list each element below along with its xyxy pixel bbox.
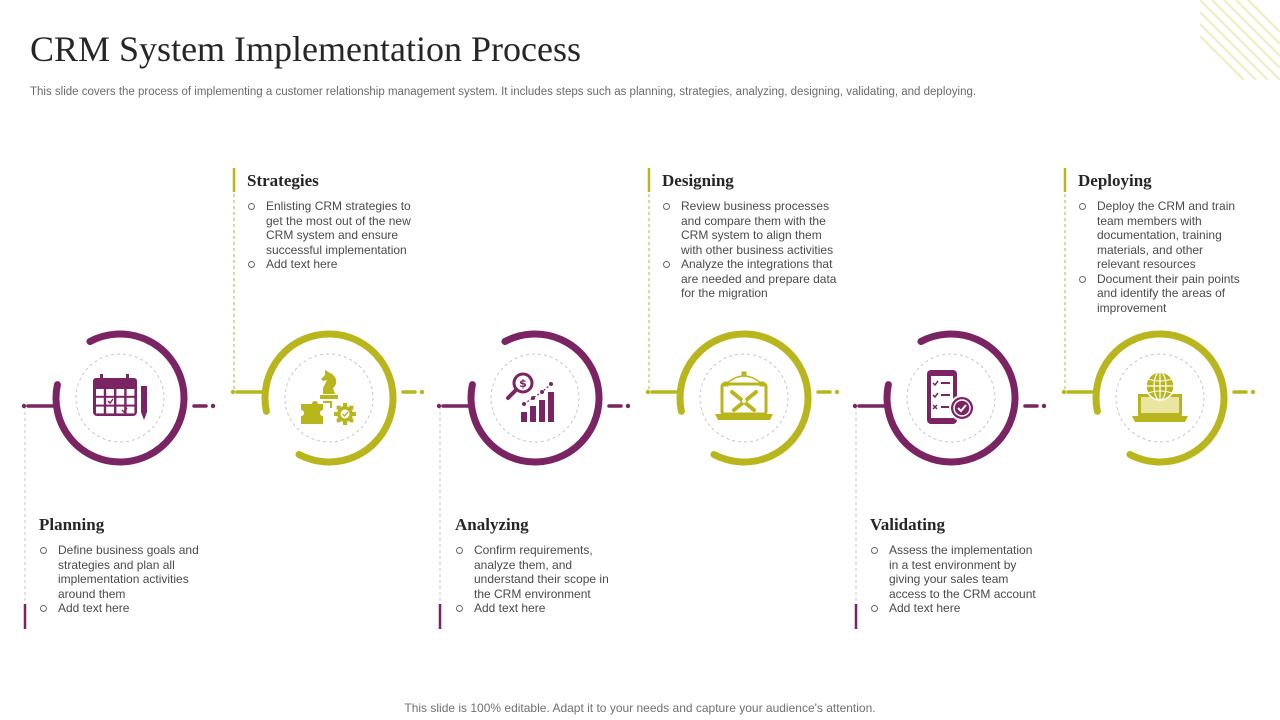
step-deploying-node (1061, 168, 1256, 466)
step-bullet: Define business goals and strategies and… (39, 543, 208, 601)
analytics-icon: $ (506, 372, 554, 422)
inner-dashed-ring (906, 353, 996, 443)
step-bullet: Analyze the integrations that are needed… (662, 257, 839, 301)
step-bullet: Document their pain points and identify … (1078, 272, 1252, 316)
line-dot (419, 389, 425, 395)
step-bullet: Assess the implementation in a test envi… (870, 543, 1039, 601)
step-strategies: Strategies Enlisting CRM strategies to g… (247, 171, 447, 272)
step-planning: Planning Define business goals and strat… (39, 515, 239, 616)
chess-puzzle-icon (301, 370, 356, 425)
line-dot (1061, 389, 1067, 395)
step-title: Strategies (247, 171, 319, 190)
line-dot (230, 389, 236, 395)
ring-arc (467, 330, 603, 466)
line-dot (852, 403, 858, 409)
step-designing-node (645, 168, 840, 466)
step-designing: Designing Review business processes and … (662, 171, 862, 301)
slide-title: CRM System Implementation Process (30, 29, 581, 69)
step-bullet: Enlisting CRM strategies to get the most… (247, 199, 418, 257)
inner-dashed-ring (699, 353, 789, 443)
step-analyzing: Analyzing Confirm requirements, analyze … (455, 515, 655, 616)
design-laptop-icon (715, 371, 773, 420)
inner-disk (692, 346, 796, 450)
inner-dashed-ring (490, 353, 580, 443)
step-strategies-node (230, 168, 425, 466)
corner-stripes-decoration (1200, 0, 1280, 80)
step-bullet: Add text here (870, 601, 1070, 616)
ring-arc (676, 330, 812, 466)
step-title: Deploying (1078, 171, 1152, 190)
step-bullet: Add text here (455, 601, 655, 616)
inner-dashed-ring (75, 353, 165, 443)
slide-footer: This slide is 100% editable. Adapt it to… (404, 701, 876, 715)
line-dot (1250, 389, 1256, 395)
line-dot (210, 403, 216, 409)
globe-laptop-icon (1132, 371, 1188, 422)
line-dot (436, 403, 442, 409)
line-dot (21, 403, 27, 409)
inner-dashed-ring (284, 353, 374, 443)
line-dot (1041, 403, 1047, 409)
step-validating: Validating Assess the implementation in … (870, 515, 1070, 616)
step-validating-node (852, 330, 1047, 629)
line-dot (625, 403, 631, 409)
ring-arc (261, 330, 397, 466)
line-dot (645, 389, 651, 395)
step-bullet: Add text here (39, 601, 239, 616)
step-title: Planning (39, 515, 105, 534)
step-analyzing-node: $ (436, 330, 631, 629)
step-deploying: Deploying Deploy the CRM and train team … (1078, 171, 1278, 315)
line-dot (834, 389, 840, 395)
step-title: Designing (662, 171, 734, 190)
step-bullet: Deploy the CRM and train team members wi… (1078, 199, 1247, 272)
ring-arc (52, 330, 188, 466)
step-bullet: Confirm requirements, analyze them, and … (455, 543, 616, 601)
step-planning-node (21, 330, 216, 629)
step-title: Analyzing (455, 515, 529, 534)
slide-subtitle: This slide covers the process of impleme… (30, 86, 977, 98)
inner-dashed-ring (1115, 353, 1205, 443)
step-bullet: Review business processes and compare th… (662, 199, 834, 257)
calendar-icon (93, 374, 147, 420)
step-title: Validating (870, 515, 945, 534)
step-bullet: Add text here (247, 257, 447, 272)
mobile-checklist-icon (927, 370, 975, 424)
svg-text:$: $ (519, 377, 527, 390)
ring-arc (883, 330, 1019, 466)
ring-arc (1092, 330, 1228, 466)
